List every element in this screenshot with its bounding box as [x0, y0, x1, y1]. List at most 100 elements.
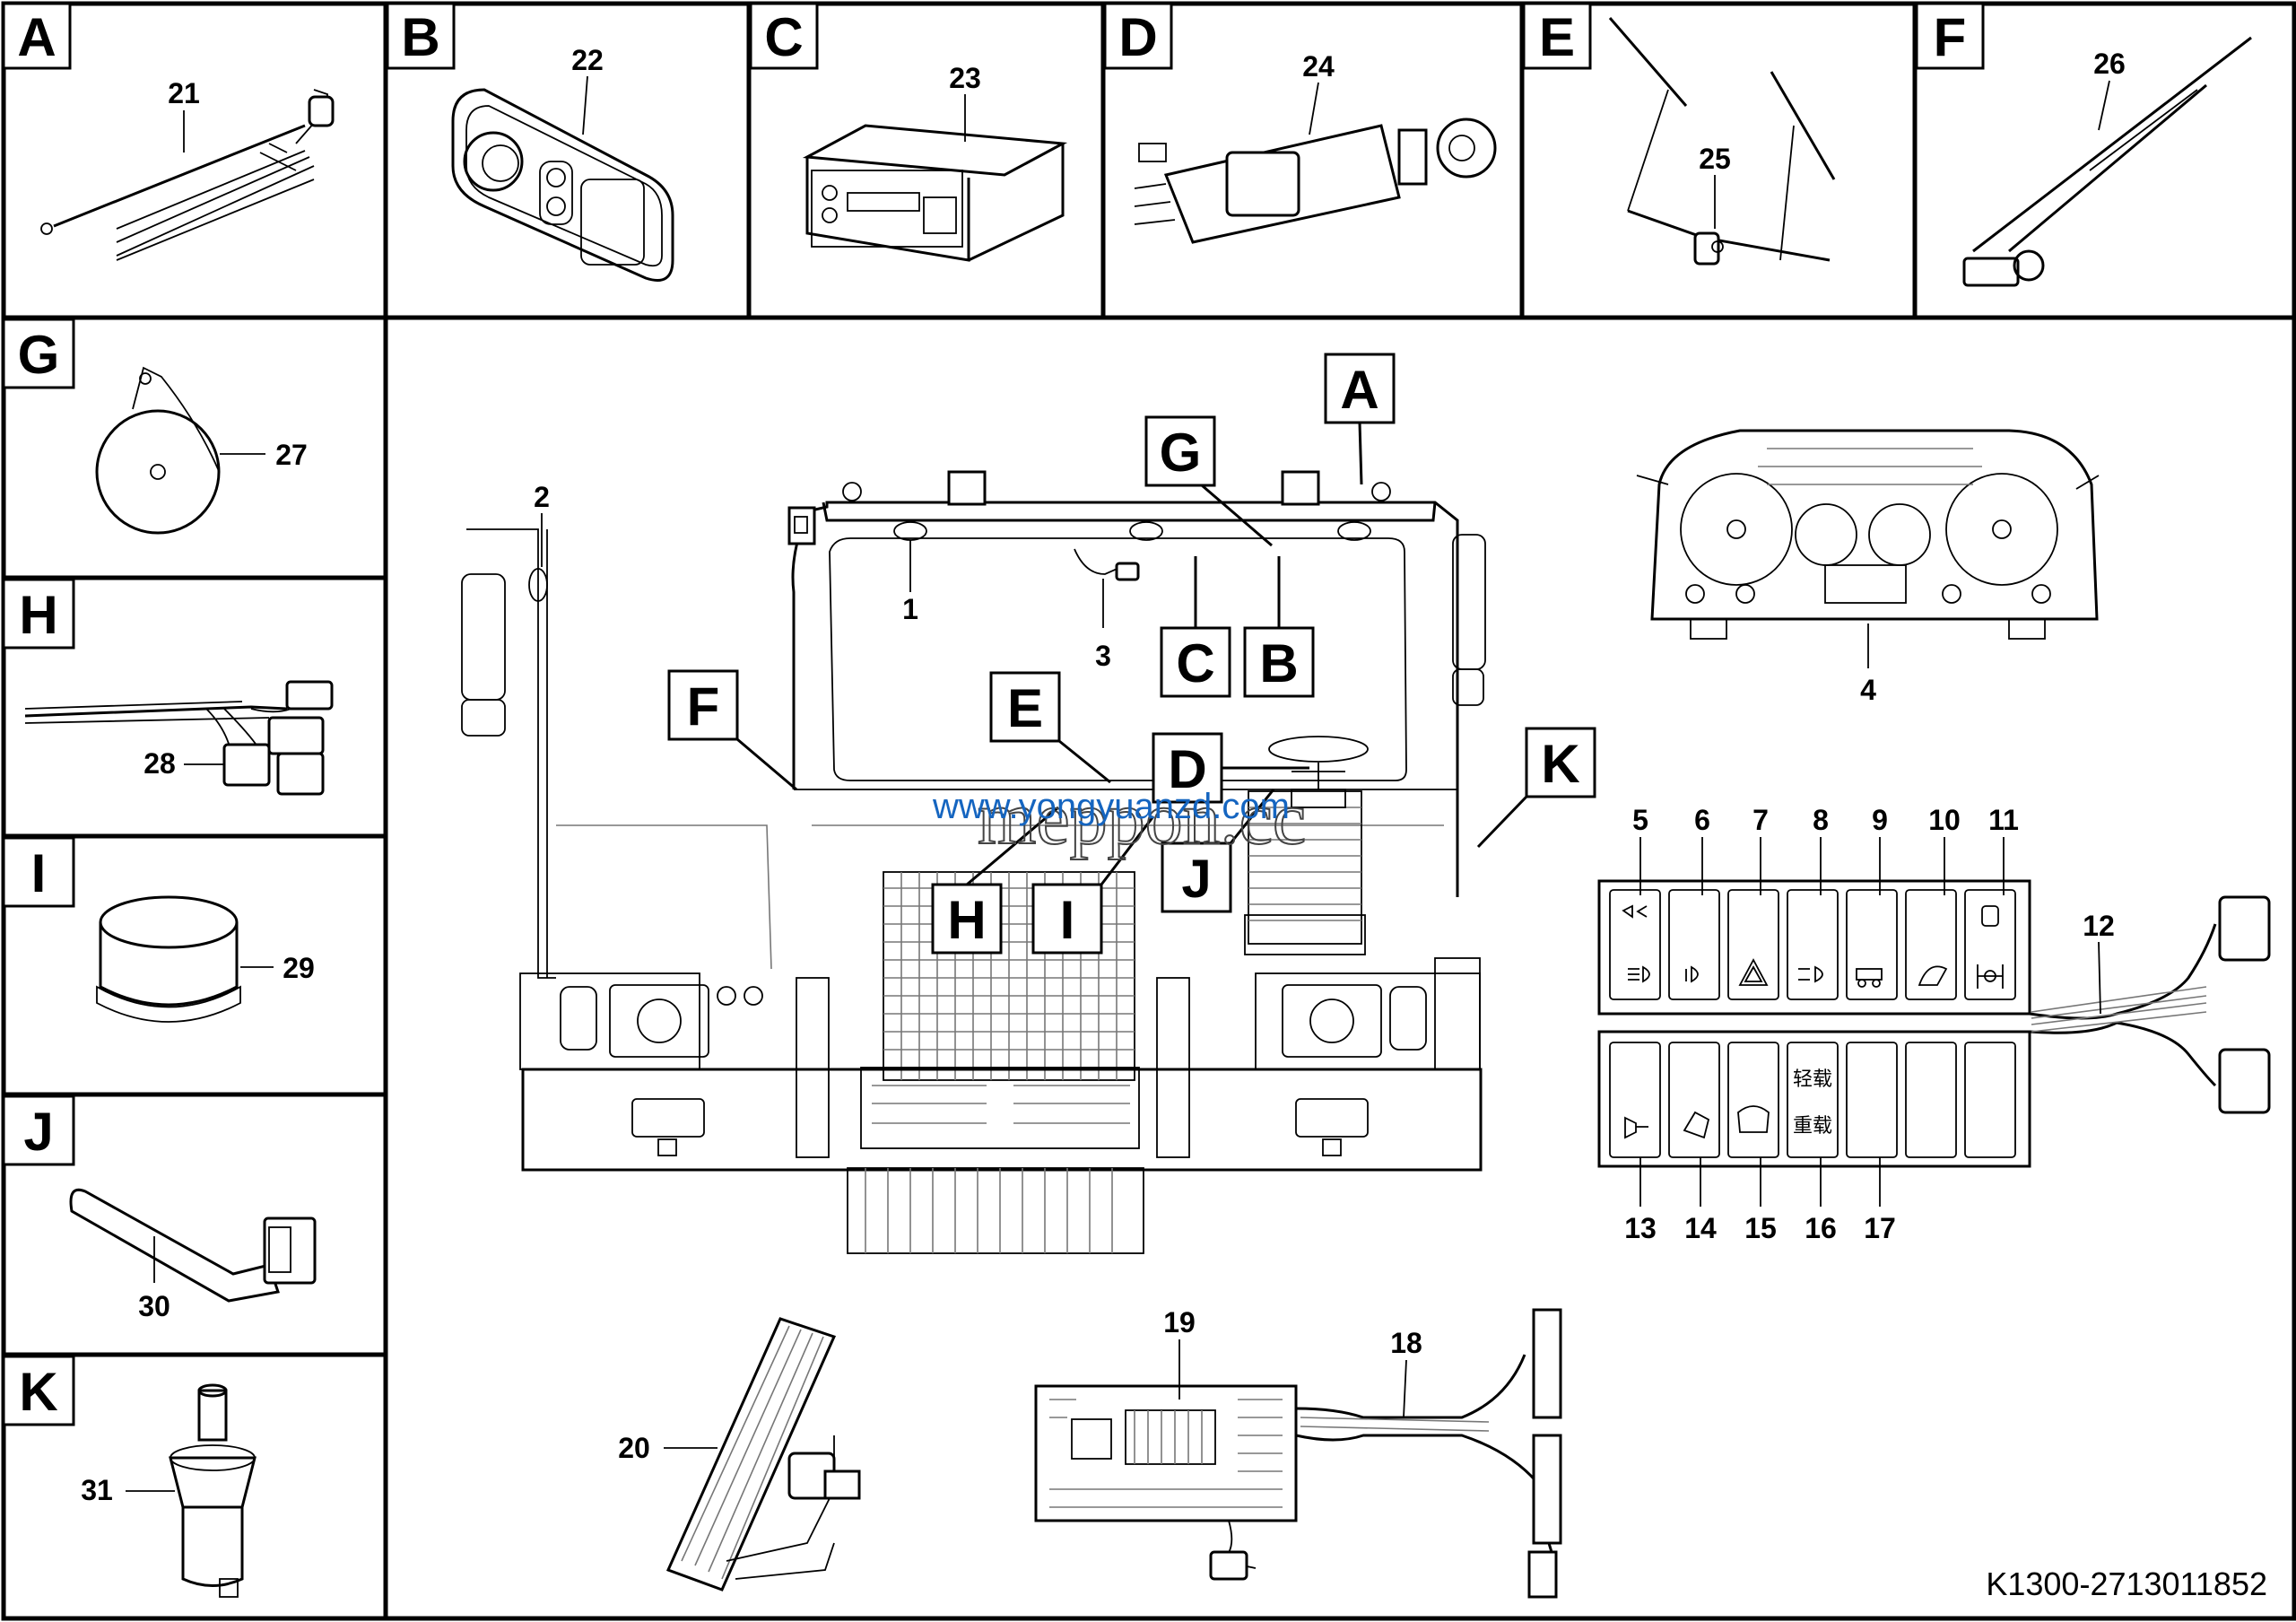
part-label-8: 8 — [1813, 804, 1829, 895]
svg-text:28: 28 — [144, 747, 176, 780]
panel-letter-c: C — [749, 2, 819, 70]
svg-text:G: G — [18, 325, 60, 385]
svg-text:E: E — [1539, 7, 1575, 67]
part-label-26: 26 — [2093, 48, 2126, 131]
callout-g: G — [1144, 415, 1273, 547]
panel-letter-j: J — [2, 1094, 75, 1166]
speaker-unit-drawing — [451, 88, 674, 282]
svg-text:18: 18 — [1390, 1327, 1422, 1359]
svg-text:24: 24 — [1302, 50, 1335, 83]
wiper-arm-drawing — [1962, 36, 2252, 287]
callout-a: A — [1324, 353, 1396, 485]
svg-text:30: 30 — [138, 1290, 170, 1322]
svg-text:7: 7 — [1752, 804, 1769, 836]
radio-head-unit-drawing — [802, 124, 1068, 262]
callout-d: D — [1152, 732, 1309, 804]
accelerator-pedal-drawing — [665, 1317, 861, 1591]
svg-text:E: E — [1007, 678, 1043, 738]
callout-e: E — [989, 671, 1111, 784]
svg-text:26: 26 — [2093, 48, 2126, 80]
ignition-switch-drawing — [1134, 118, 1497, 244]
svg-text:C: C — [764, 7, 803, 67]
panel-letter-i: I — [2, 836, 75, 908]
callout-c: C — [1160, 556, 1231, 698]
svg-text:14: 14 — [1684, 1212, 1717, 1244]
svg-text:17: 17 — [1864, 1212, 1896, 1244]
panel-letter-e: E — [1522, 2, 1592, 70]
svg-text:21: 21 — [168, 77, 200, 109]
svg-text:1: 1 — [902, 593, 918, 625]
svg-text:27: 27 — [275, 439, 308, 471]
part-label-11: 11 — [1988, 804, 2019, 895]
svg-text:13: 13 — [1624, 1212, 1657, 1244]
svg-text:25: 25 — [1699, 143, 1731, 175]
part-label-22: 22 — [571, 44, 604, 135]
part-label-6: 6 — [1694, 804, 1710, 895]
horn-drawing — [95, 366, 221, 535]
svg-text:11: 11 — [1988, 804, 2019, 836]
part-label-15: 15 — [1744, 1157, 1777, 1244]
svg-text:B: B — [1259, 633, 1298, 693]
part-label-12: 12 — [2083, 910, 2115, 1015]
panel-letter-a: A — [2, 2, 72, 70]
panel-letter-b: B — [386, 2, 456, 70]
instrument-cluster-drawing — [1636, 429, 2100, 640]
svg-text:10: 10 — [1928, 804, 1961, 836]
svg-text:www.yongyuanzd.com: www.yongyuanzd.com — [932, 787, 1290, 826]
svg-text:G: G — [1160, 423, 1202, 483]
panel-letter-h: H — [2, 578, 75, 650]
part-label-19: 19 — [1163, 1306, 1196, 1400]
part-label-9: 9 — [1872, 804, 1888, 895]
svg-text:B: B — [401, 7, 439, 67]
callout-b: B — [1243, 556, 1315, 698]
svg-text:J: J — [1181, 849, 1211, 909]
svg-text:C: C — [1176, 633, 1214, 693]
part-label-28: 28 — [144, 747, 224, 780]
drawing-code: K1300-2713011852 — [1986, 1565, 2267, 1602]
part-label-2: 2 — [534, 481, 550, 567]
switch-panel-bottom: 轻载 重载 — [1597, 1030, 2031, 1168]
rubber-cap-drawing — [96, 895, 241, 1023]
part-label-17: 17 — [1864, 1157, 1896, 1244]
part-label-23: 23 — [949, 62, 981, 142]
part-label-7: 7 — [1752, 804, 1769, 895]
svg-text:19: 19 — [1163, 1306, 1196, 1339]
svg-text:9: 9 — [1872, 804, 1888, 836]
part-label-1: 1 — [902, 540, 918, 625]
lever-switch-drawing — [69, 1188, 317, 1303]
part-label-30: 30 — [138, 1236, 170, 1322]
callout-h: H — [931, 806, 1059, 955]
part-label-3: 3 — [1095, 579, 1111, 672]
main-harness-drawing — [1209, 1308, 1562, 1599]
wiper-linkage-drawing — [1608, 17, 1836, 266]
part-label-27: 27 — [220, 439, 308, 471]
svg-text:29: 29 — [283, 952, 315, 984]
svg-text:meppon.cc: meppon.cc — [978, 777, 1306, 860]
svg-text:20: 20 — [618, 1432, 650, 1464]
svg-text:F: F — [687, 676, 720, 737]
callout-f: F — [667, 669, 797, 791]
svg-text:轻载: 轻载 — [1793, 1068, 1832, 1091]
panel-letter-f: F — [1915, 2, 1985, 70]
switch-panel-top — [1597, 879, 2031, 1016]
svg-text:K: K — [19, 1362, 57, 1422]
part-label-18: 18 — [1390, 1327, 1422, 1418]
part-label-20: 20 — [618, 1432, 718, 1464]
pressure-sensor-drawing — [169, 1383, 257, 1598]
svg-text:D: D — [1168, 739, 1206, 799]
svg-text:16: 16 — [1805, 1212, 1837, 1244]
part-label-16: 16 — [1805, 1157, 1837, 1244]
svg-text:D: D — [1118, 7, 1157, 67]
svg-text:F: F — [1934, 7, 1967, 67]
svg-text:H: H — [947, 890, 986, 950]
panel-letter-k: K — [2, 1355, 75, 1426]
svg-text:31: 31 — [81, 1474, 113, 1506]
part-label-13: 13 — [1624, 1157, 1657, 1244]
svg-text:8: 8 — [1813, 804, 1829, 836]
svg-text:23: 23 — [949, 62, 981, 94]
callout-k: K — [1476, 727, 1596, 849]
svg-text:12: 12 — [2083, 910, 2115, 942]
part-label-10: 10 — [1928, 804, 1961, 895]
svg-text:3: 3 — [1095, 640, 1111, 672]
